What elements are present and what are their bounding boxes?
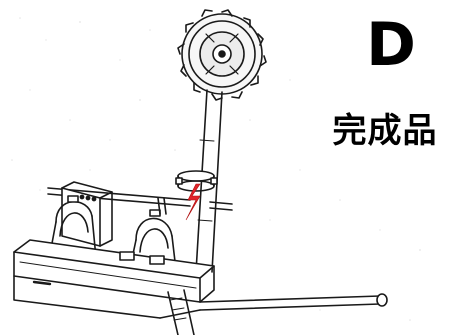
- paper-speckle: [11, 17, 421, 321]
- heater-disc: [177, 9, 267, 101]
- figure-caption: 完成品: [332, 111, 438, 151]
- figure-letter: D: [366, 10, 416, 80]
- front-leg: [167, 289, 195, 335]
- base-frame: [13, 239, 215, 303]
- lower-beam: [13, 275, 388, 319]
- post-clamp: [175, 170, 218, 192]
- weld-spark-icon: [185, 183, 201, 221]
